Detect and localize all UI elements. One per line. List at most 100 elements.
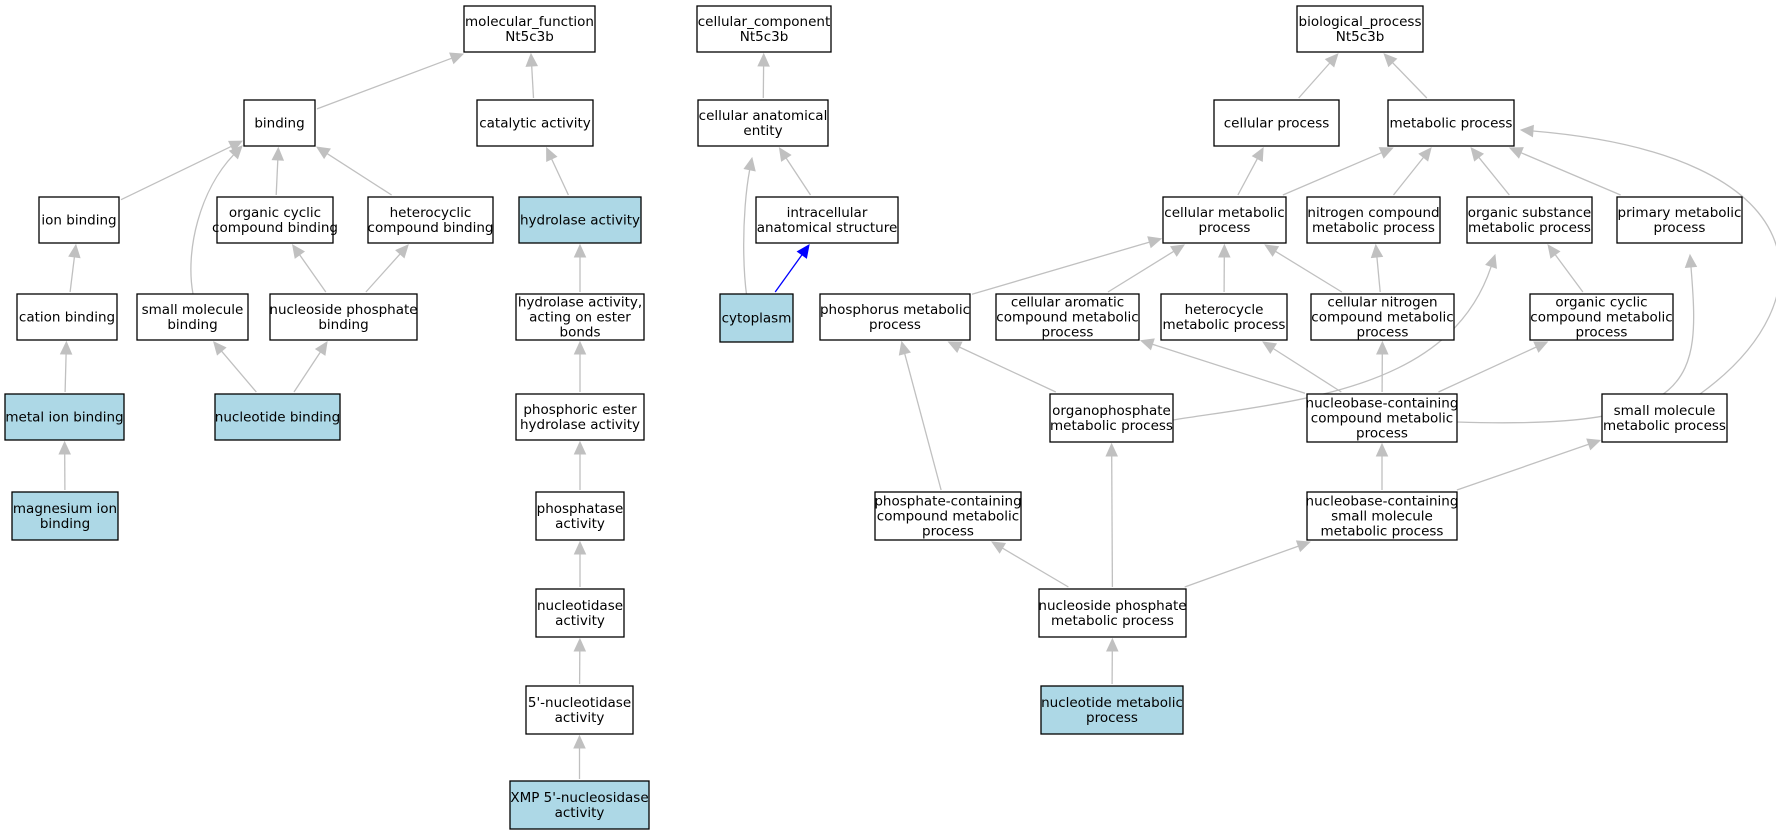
node-label: process xyxy=(1086,710,1138,726)
node-label: metabolic process xyxy=(1051,613,1174,629)
node-catalytic[interactable]: catalytic activity xyxy=(476,99,594,147)
node-box xyxy=(16,293,118,341)
edge-cellarom-to-cellmet xyxy=(1107,244,1186,293)
edge-phosphatase-to-phosester xyxy=(573,440,587,490)
node-label: activity xyxy=(555,805,605,821)
node-box xyxy=(1306,491,1458,541)
edge-nucphosbind-to-orgcyc xyxy=(292,244,327,293)
node-label: activity xyxy=(555,516,605,532)
node-label: hydrolase activity, xyxy=(518,295,642,311)
node-label: phosphatase xyxy=(537,501,624,517)
edge-cae-to-cc xyxy=(757,52,770,99)
node-nucbind[interactable]: nucleotide binding xyxy=(214,393,341,441)
node-cytoplasm[interactable]: cytoplasm xyxy=(719,293,794,343)
node-hydrolase[interactable]: hydrolase activity xyxy=(518,196,642,244)
node-box xyxy=(38,196,120,244)
node-box xyxy=(1310,293,1455,341)
node-label: biological_process xyxy=(1299,14,1422,30)
node-label: process xyxy=(1042,325,1094,341)
edge-phosester-to-hydroester xyxy=(573,340,587,392)
node-box xyxy=(525,685,634,735)
node-label: intracellular xyxy=(787,205,868,221)
edge-nucbind-to-nucphosbind xyxy=(293,340,328,393)
node-label: metabolic process xyxy=(1321,524,1444,540)
node-metalion[interactable]: metal ion binding xyxy=(4,393,125,441)
node-box xyxy=(1466,196,1593,244)
node-label: metabolic process xyxy=(1390,116,1513,132)
node-label: heterocycle xyxy=(1185,302,1264,318)
node-label: cellular_component xyxy=(698,14,830,30)
edge-cellnitro-to-nitrocomp xyxy=(1370,243,1384,293)
node-binding[interactable]: binding xyxy=(243,99,316,147)
node-label: phosphoric ester xyxy=(523,402,637,418)
node-box xyxy=(1601,393,1728,443)
node-box xyxy=(1306,196,1441,244)
node-label: small molecule xyxy=(1331,509,1433,525)
node-label: bonds xyxy=(560,325,601,341)
node-box xyxy=(509,780,650,830)
node-label: metabolic process xyxy=(1468,220,1591,236)
node-label: acting on ester xyxy=(529,310,631,326)
node-label: nucleotidase xyxy=(537,598,623,614)
edge-nucbasecomp-to-cellnitro xyxy=(1376,340,1389,393)
node-label: compound metabolic xyxy=(877,509,1019,525)
node-label: organic substance xyxy=(1468,205,1591,221)
edge-orgcycmet-to-orgsub xyxy=(1547,244,1584,293)
edge-nucbasecomp-to-cellarom xyxy=(1139,338,1306,394)
edge-phoscont-to-phosmet xyxy=(898,340,942,491)
node-label: organophosphate xyxy=(1052,403,1171,419)
node-label: nucleobase-containing xyxy=(1306,494,1459,510)
node-box xyxy=(1049,393,1174,443)
node-label: cation binding xyxy=(19,310,115,326)
node-label: binding xyxy=(167,317,217,333)
node-ionbind[interactable]: ion binding xyxy=(38,196,120,244)
node-label: process xyxy=(869,317,921,333)
edge-smallmolmet-to-metproc xyxy=(1519,124,1776,395)
node-label: cellular process xyxy=(1224,116,1330,132)
edge-hetcyc-to-binding xyxy=(315,146,392,196)
node-label: cellular metabolic xyxy=(1164,205,1284,221)
node-label: process xyxy=(1576,325,1628,341)
node-label: organic cyclic xyxy=(229,205,321,221)
node-cellproc[interactable]: cellular process xyxy=(1213,99,1340,147)
node-box xyxy=(535,588,625,638)
node-label: metabolic process xyxy=(1163,317,1286,333)
node-box xyxy=(1040,685,1184,735)
edge-nucbasesmall-to-smallmolmet xyxy=(1456,438,1602,491)
node-label: magnesium ion xyxy=(13,501,117,517)
node-cation[interactable]: cation binding xyxy=(16,293,118,341)
node-metproc[interactable]: metabolic process xyxy=(1387,99,1515,147)
